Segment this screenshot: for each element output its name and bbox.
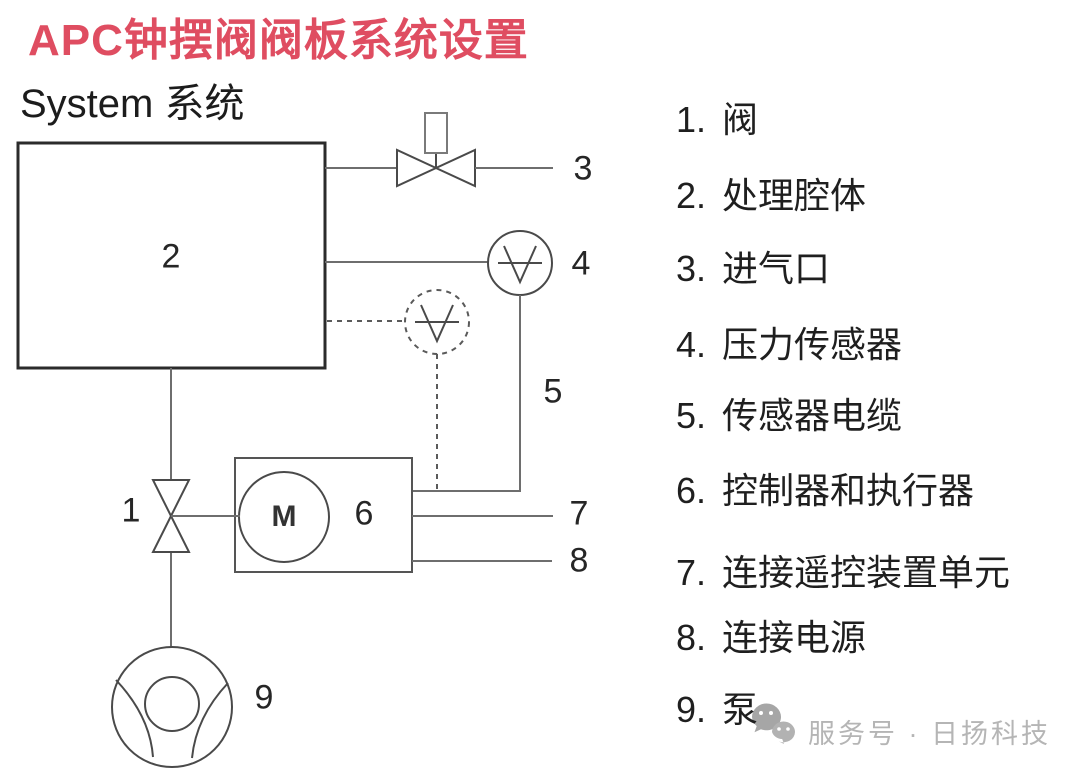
label-power-8: 8 — [569, 541, 589, 580]
label-pump-9: 9 — [254, 678, 274, 717]
legend-label: 传感器电缆 — [722, 395, 903, 436]
legend-num: 9. — [676, 689, 707, 730]
legend: 1. 阀 2. 处理腔体 3. 进气口 4. 压力传感器 5. 传感器电缆 6.… — [676, 0, 1076, 772]
label-sensor-4: 4 — [571, 244, 591, 283]
legend-item-sensor: 4. 压力传感器 — [676, 316, 902, 368]
legend-item-pump: 9. 泵 — [676, 681, 758, 733]
legend-num: 7. — [676, 552, 707, 593]
motor-label: M — [271, 500, 297, 533]
sensor-cable-line — [412, 295, 521, 492]
legend-label: 进气口 — [722, 248, 831, 289]
label-remote-7: 7 — [569, 494, 589, 533]
page-title: APC钟摆阀阀板系统设置 — [28, 16, 529, 65]
pump-symbol — [111, 646, 233, 768]
inlet-valve-symbol — [396, 112, 476, 188]
legend-num: 4. — [676, 324, 707, 365]
legend-num: 8. — [676, 617, 707, 658]
isolation-valve-symbol — [151, 479, 191, 553]
legend-item-valve: 1. 阀 — [676, 91, 758, 143]
legend-item-inlet: 3. 进气口 — [676, 240, 830, 292]
system-label: System 系统 — [20, 82, 245, 126]
legend-item-cable: 5. 传感器电缆 — [676, 387, 902, 439]
legend-label: 连接电源 — [722, 617, 867, 658]
label-inlet-3: 3 — [573, 149, 593, 188]
legend-label: 连接遥控装置单元 — [722, 552, 1011, 593]
label-controller-6: 6 — [354, 494, 374, 533]
legend-label: 控制器和执行器 — [722, 470, 975, 511]
label-chamber-2: 2 — [161, 237, 181, 276]
legend-item-power: 8. 连接电源 — [676, 609, 866, 661]
label-cable-5: 5 — [543, 372, 563, 411]
legend-num: 1. — [676, 99, 707, 140]
watermark: 服务号 · 日扬科技 — [800, 712, 1051, 751]
legend-item-remote: 7. 连接遥控装置单元 — [676, 544, 1010, 596]
legend-label: 处理腔体 — [722, 175, 867, 216]
legend-label: 压力传感器 — [722, 324, 903, 365]
legend-num: 3. — [676, 248, 707, 289]
pressure-sensor-symbol — [487, 230, 553, 296]
legend-item-chamber: 2. 处理腔体 — [676, 167, 866, 219]
watermark-text: 服务号 · 日扬科技 — [808, 719, 1051, 749]
legend-num: 6. — [676, 470, 707, 511]
legend-num: 2. — [676, 175, 707, 216]
legend-label: 泵 — [722, 689, 759, 730]
dashed-sensor-symbol — [404, 289, 470, 355]
legend-label: 阀 — [722, 99, 759, 140]
legend-item-controller: 6. 控制器和执行器 — [676, 462, 974, 514]
label-valve-1: 1 — [121, 491, 141, 530]
wechat-icon — [752, 703, 795, 744]
legend-num: 5. — [676, 395, 707, 436]
